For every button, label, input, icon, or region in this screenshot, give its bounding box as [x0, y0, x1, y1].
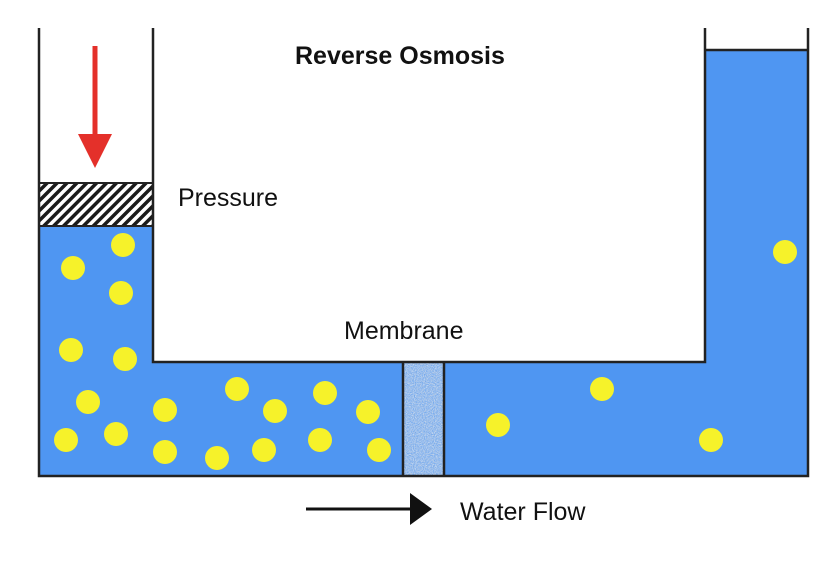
pressure-arrow-icon: [78, 46, 112, 168]
particle-right-0: [773, 240, 797, 264]
container-inner-wall: [151, 28, 707, 364]
particle-left-14: [205, 446, 229, 470]
diagram-title: Reverse Osmosis: [295, 42, 505, 70]
container-outline: [37, 28, 810, 478]
particle-left-15: [252, 438, 276, 462]
particle-left-16: [308, 428, 332, 452]
particle-left-17: [367, 438, 391, 462]
particle-left-9: [313, 381, 337, 405]
particle-left-10: [356, 400, 380, 424]
particle-left-12: [104, 422, 128, 446]
water-flow-label: Water Flow: [460, 498, 586, 526]
water-flow-arrow-icon: [306, 493, 432, 525]
particle-left-5: [76, 390, 100, 414]
particle-left-6: [153, 398, 177, 422]
particle-left-13: [153, 440, 177, 464]
water-region: [39, 50, 808, 476]
particle-left-0: [111, 233, 135, 257]
solute-particles: [54, 233, 797, 470]
particle-right-3: [699, 428, 723, 452]
pressure-label: Pressure: [178, 184, 278, 212]
particle-left-7: [225, 377, 249, 401]
particle-left-11: [54, 428, 78, 452]
membrane-label: Membrane: [344, 317, 464, 345]
particle-left-3: [59, 338, 83, 362]
particle-left-4: [113, 347, 137, 371]
piston: [38, 182, 154, 227]
particle-left-1: [61, 256, 85, 280]
particle-right-1: [590, 377, 614, 401]
particle-right-2: [486, 413, 510, 437]
particle-left-2: [109, 281, 133, 305]
membrane: [403, 362, 444, 476]
particle-left-8: [263, 399, 287, 423]
